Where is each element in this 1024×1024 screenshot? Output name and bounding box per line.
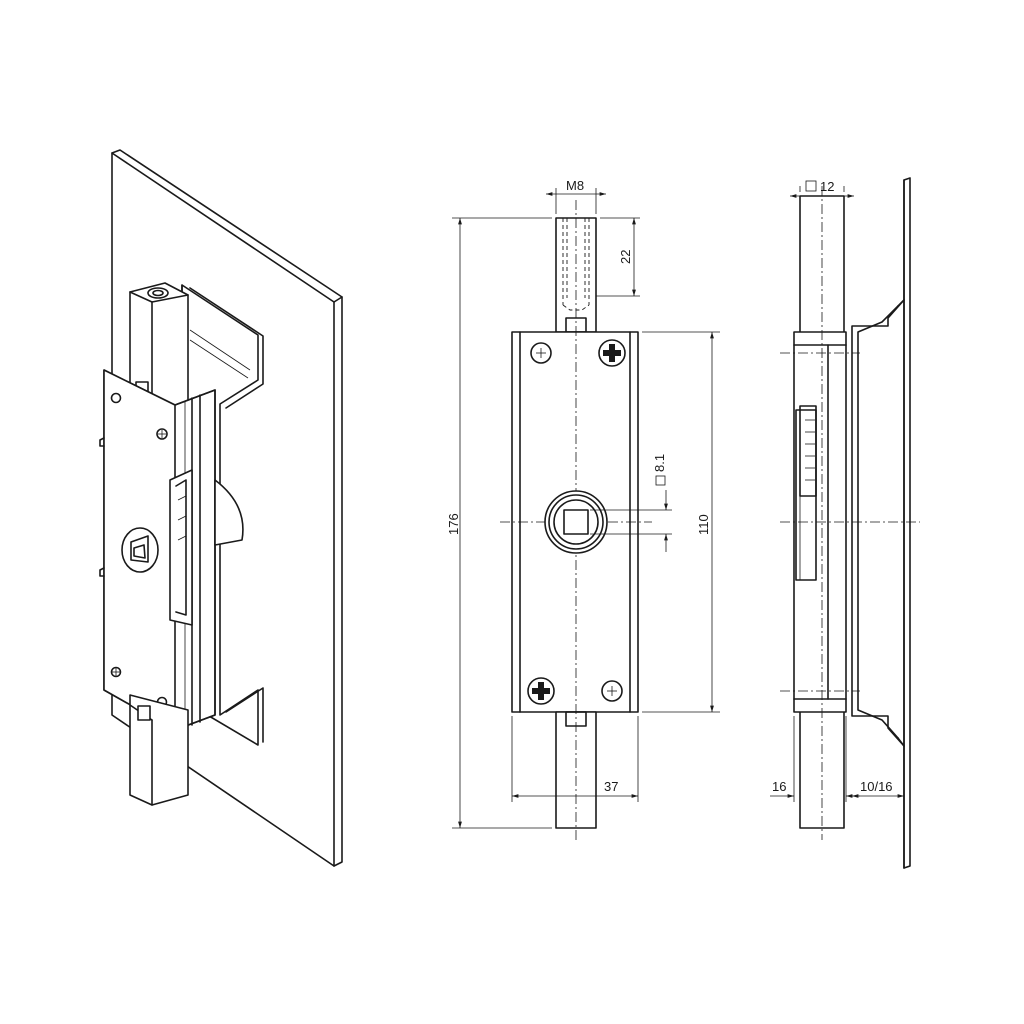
phillips-screw-icon [527,677,555,705]
phillips-screw-icon [598,339,626,367]
drive-opening [121,527,159,573]
side-view: 12 16 10/16 [770,177,920,869]
front-view: M8 22 176 110 8.1 37 [446,178,720,840]
side-latch [795,405,817,581]
isometric-view [99,149,343,867]
dim-width: 37 [604,779,618,794]
dim-body-height: 110 [696,514,711,535]
screw-hole-icon [110,392,122,404]
dim-spindle-square: 12 [820,179,834,194]
drive-hub [544,490,608,554]
screw-hole-icon [601,680,623,702]
dim-depth-left: 16 [772,779,786,794]
dim-overall-height: 176 [446,513,461,535]
bottom-spindle [129,694,189,806]
side-plate [903,177,911,869]
side-bracket [851,299,905,747]
lock-housing [99,369,244,731]
screw-hole-icon [530,342,552,364]
dim-thread: M8 [566,178,584,193]
dim-square-hole: 8.1 [652,454,667,472]
dim-thread-depth: 22 [618,250,633,264]
dim-depth-right: 10/16 [860,779,893,794]
